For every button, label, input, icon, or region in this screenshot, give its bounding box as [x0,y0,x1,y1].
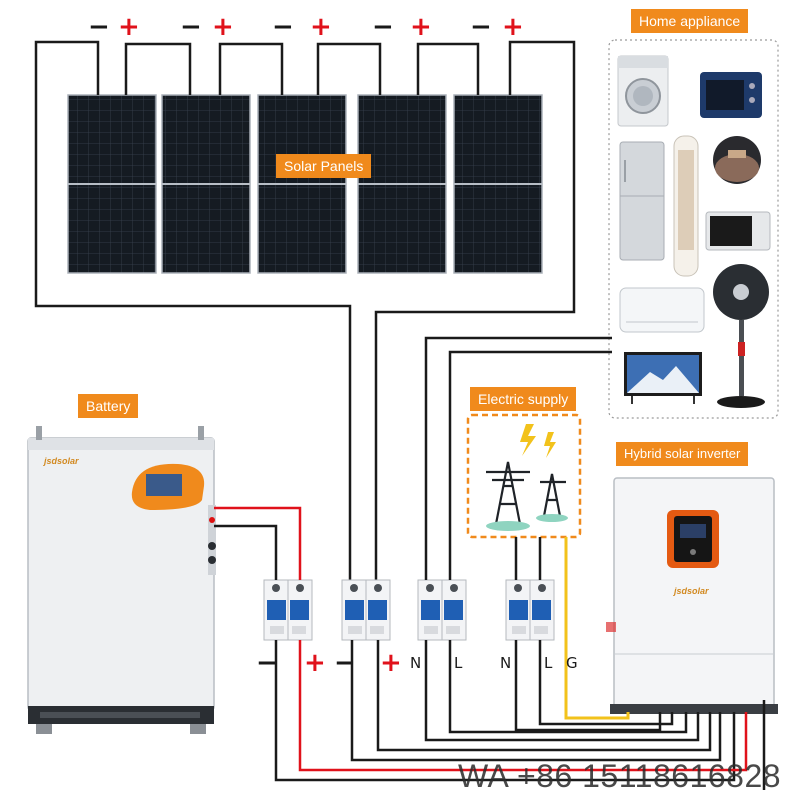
solar-panel-array [67,94,543,274]
panel-4-negative: − [372,12,394,42]
breaker-group [263,579,555,641]
battery-breaker[interactable] [263,579,313,641]
refrigerator-icon [619,141,665,261]
grid-neutral-label: N [500,654,512,672]
load-neutral-label: N [410,654,422,672]
grid-breaker[interactable] [505,579,555,641]
battery-positive-terminal: + [304,648,326,678]
panel-1-negative: − [88,12,110,42]
pv-positive-terminal: + [380,648,402,678]
system-wiring [214,336,766,790]
battery-brand-logo: jsdsolar [44,456,79,466]
tower-air-conditioner-icon [673,135,699,277]
grid-ground-label: G [566,654,578,672]
home-appliance-label: Home appliance [631,9,749,33]
battery-label: Battery [78,394,139,418]
hybrid-inverter-unit [606,477,778,714]
load-live-label: L [454,654,463,672]
panel-2-positive: + [212,12,234,42]
panel-1-positive: + [118,12,140,42]
grid-live-label: L [544,654,553,672]
microwave-icon [705,211,771,251]
panel-4-positive: + [410,12,432,42]
pv-string-wiring [34,40,576,580]
battery-lcd-screen [146,474,182,496]
panel-5-positive: + [502,12,524,42]
pv-breaker[interactable] [341,579,391,641]
load-breaker[interactable] [417,579,467,641]
panel-3-negative: − [272,12,294,42]
inverter-brand-logo: jsdsolar [674,586,709,596]
split-air-conditioner-icon [619,287,705,333]
panel-2-negative: − [180,12,202,42]
panel-3-positive: + [310,12,332,42]
lightning-icon [520,424,536,456]
battery-negative-terminal: − [256,648,278,678]
television-icon [624,352,702,404]
standing-fan-icon [713,264,769,408]
toaster-oven-icon [700,72,762,118]
pv-negative-terminal: − [334,648,356,678]
rice-cooker-icon [713,136,761,184]
electric-supply-label: Electric supply [470,387,577,411]
electric-supply-box [466,413,582,539]
contact-watermark: WA +86 15118616828 [458,758,782,794]
transmission-tower-icon [486,461,566,525]
hybrid-inverter-label: Hybrid solar inverter [616,442,749,466]
battery-unit [27,426,216,734]
washing-machine-icon [617,55,669,127]
panel-5-negative: − [470,12,492,42]
home-appliance-panel [608,39,779,419]
solar-panels-label: Solar Panels [276,154,372,178]
